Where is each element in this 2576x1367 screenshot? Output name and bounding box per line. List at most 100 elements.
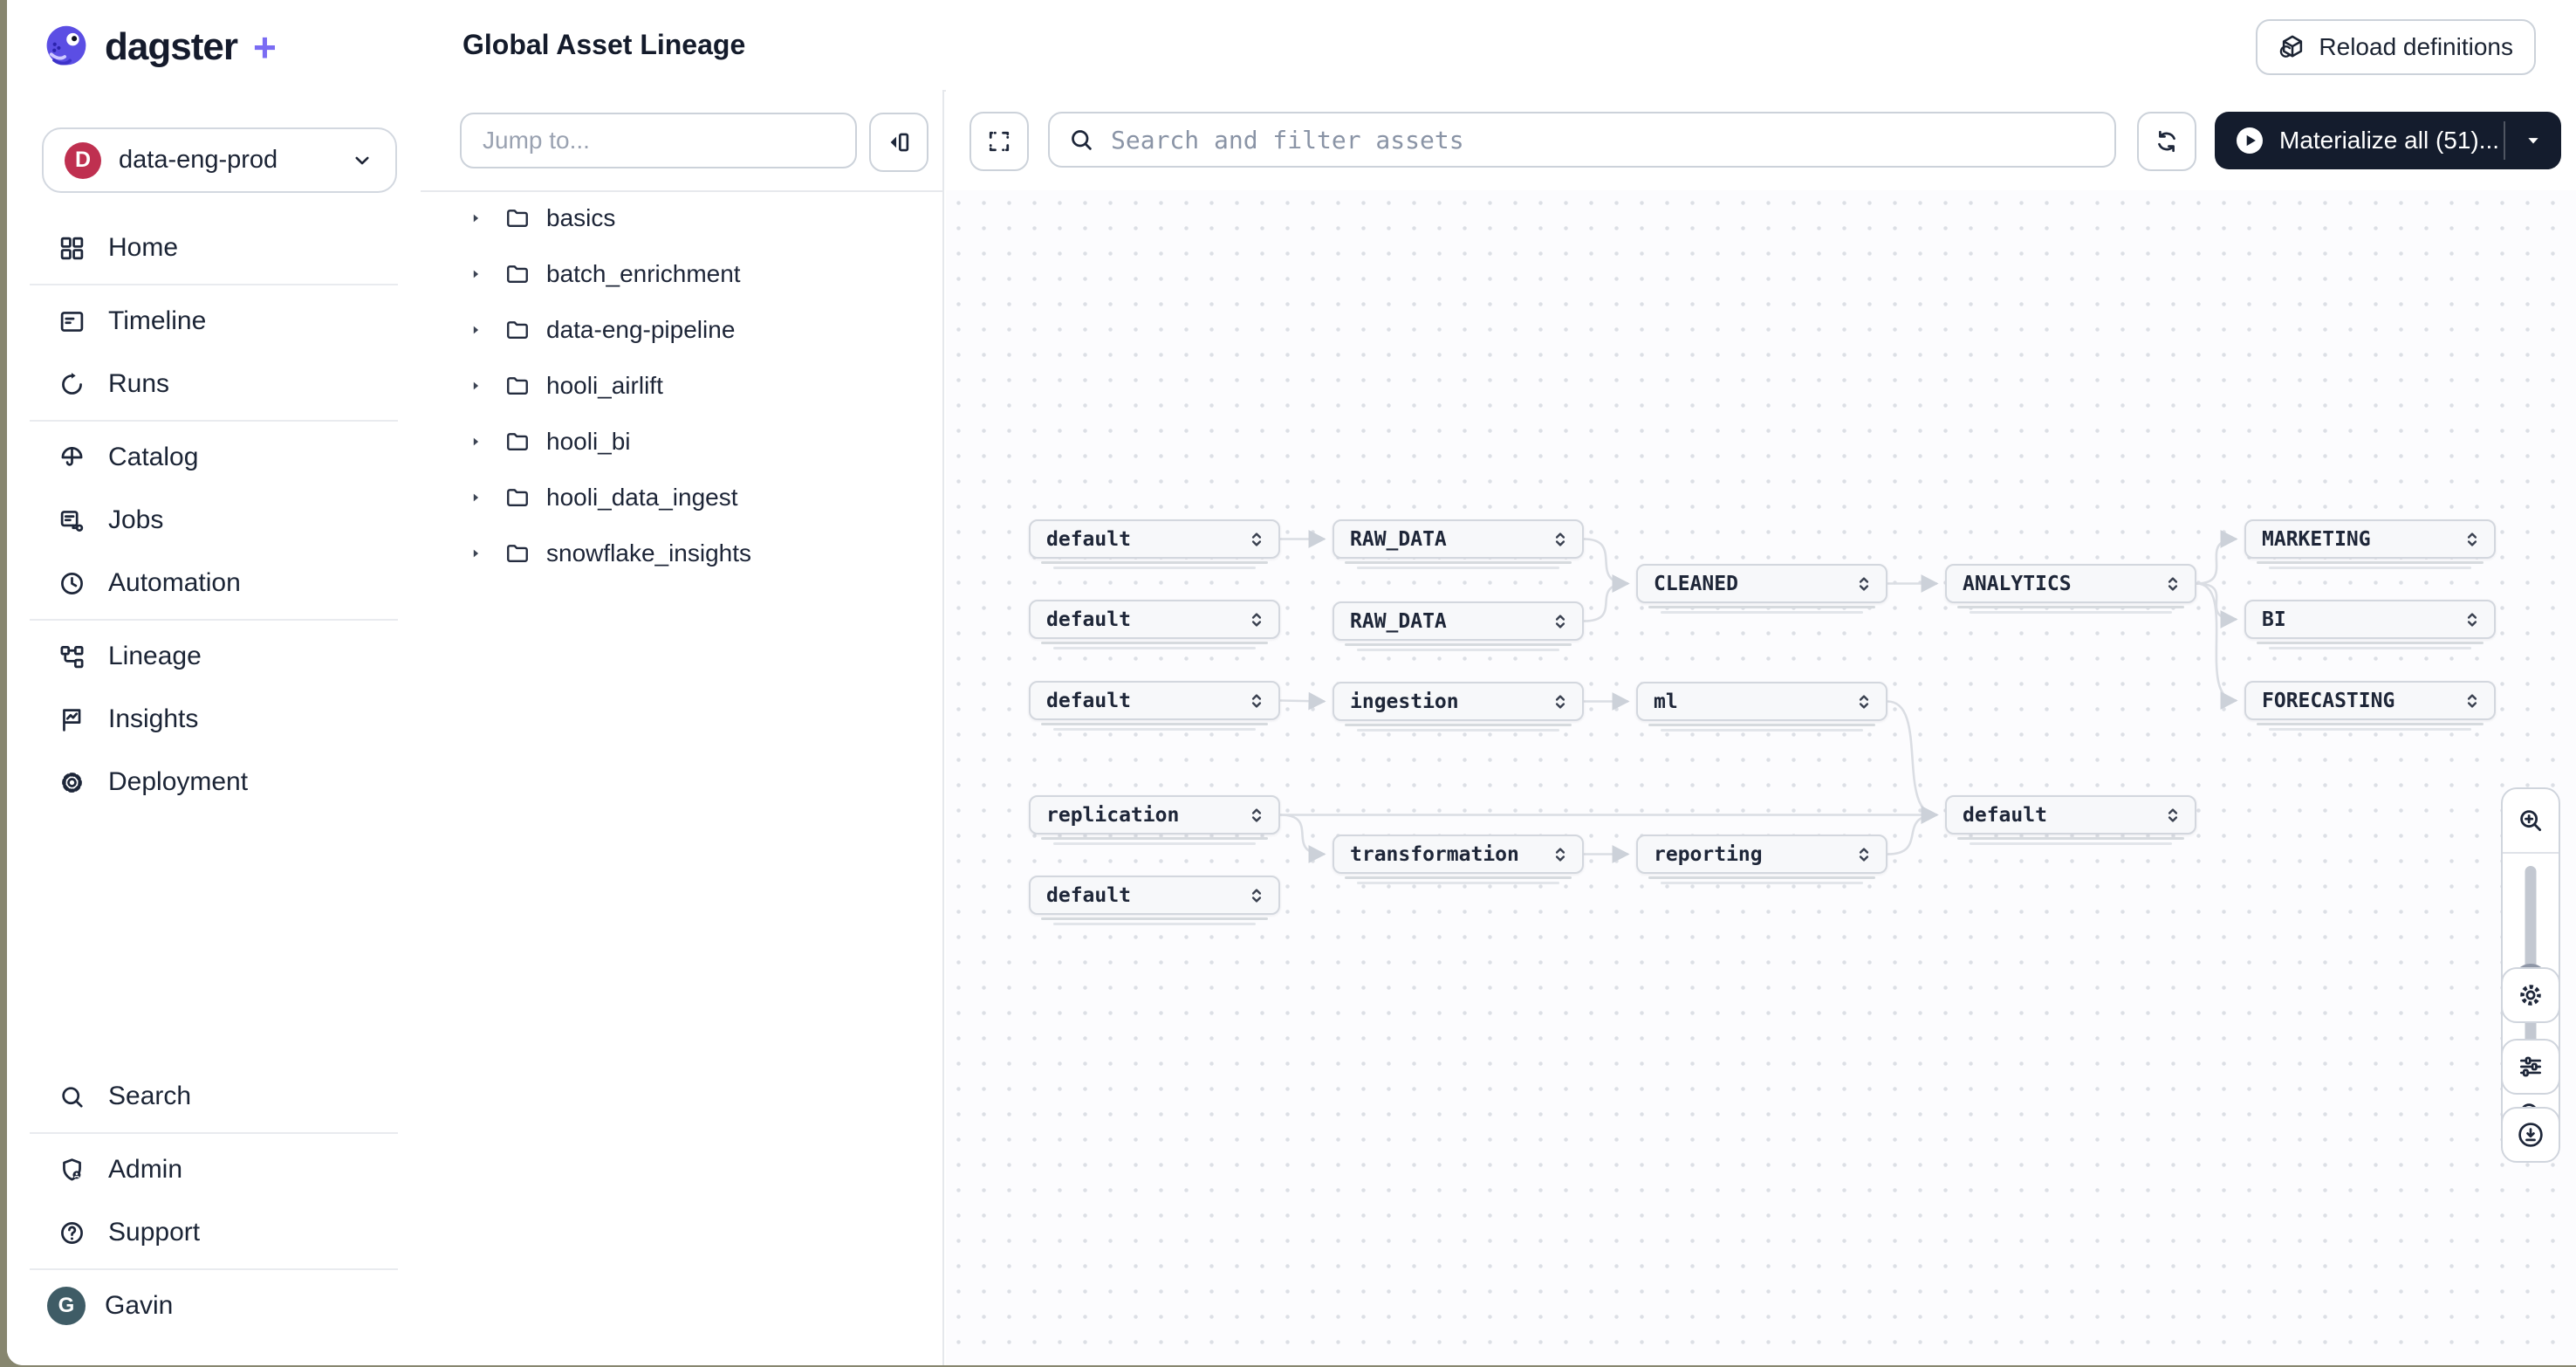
jump-to-input[interactable]	[460, 113, 857, 168]
unfold-more-icon[interactable]	[1245, 884, 1268, 907]
graph-node-replication[interactable]: replication	[1029, 795, 1280, 845]
unfold-more-icon[interactable]	[1245, 804, 1268, 827]
tree-folder-basics[interactable]: basics	[421, 190, 942, 246]
graph-node-forecasting[interactable]: FORECASTING	[2244, 681, 2496, 731]
tree-folder-hooli-airlift[interactable]: hooli_airlift	[421, 358, 942, 414]
download-image-button[interactable]	[2501, 1107, 2560, 1163]
unfold-more-icon[interactable]	[1549, 690, 1572, 713]
caret-right-icon[interactable]	[466, 209, 485, 228]
sidebar-item-admin[interactable]: Admin	[7, 1138, 421, 1201]
refresh-button[interactable]	[2137, 112, 2196, 171]
caret-right-icon[interactable]	[466, 264, 485, 284]
graph-node-default[interactable]: default	[1029, 681, 1280, 731]
sidebar-item-lineage[interactable]: Lineage	[7, 625, 421, 688]
unfold-more-icon[interactable]	[1853, 690, 1875, 713]
graph-node-marketing[interactable]: MARKETING	[2244, 519, 2496, 569]
unfold-more-icon[interactable]	[2461, 528, 2484, 551]
sidebar-item-support[interactable]: Support	[7, 1201, 421, 1264]
sidebar-item-search[interactable]: Search	[7, 1065, 421, 1128]
materialize-options-caret[interactable]	[2505, 129, 2561, 152]
sidebar-item-catalog[interactable]: Catalog	[7, 426, 421, 489]
caret-right-icon[interactable]	[466, 320, 485, 340]
unfold-more-icon[interactable]	[1245, 690, 1268, 712]
graph-node-default[interactable]: default	[1029, 600, 1280, 649]
unfold-more-icon[interactable]	[2461, 608, 2484, 631]
graph-node-cleaned[interactable]: CLEANED	[1636, 564, 1887, 614]
runs-icon	[56, 368, 87, 400]
caret-right-icon[interactable]	[466, 488, 485, 507]
edge-g6-g9	[2196, 582, 2238, 710]
divider	[30, 1132, 398, 1134]
chevron-down-icon	[355, 156, 369, 164]
folder-icon	[504, 484, 531, 511]
graph-node-analytics[interactable]: ANALYTICS	[1945, 564, 2196, 614]
divider	[30, 420, 398, 422]
fullscreen-button[interactable]	[969, 112, 1029, 171]
sidebar-item-label: Search	[108, 1082, 192, 1110]
unfold-more-icon[interactable]	[2162, 804, 2184, 827]
sidebar-item-jobs[interactable]: Jobs	[7, 489, 421, 552]
sidebar-item-home[interactable]: Home	[7, 216, 421, 279]
tree-folder-batch-enrichment[interactable]: batch_enrichment	[421, 246, 942, 302]
unfold-more-icon[interactable]	[2162, 573, 2184, 595]
unfold-more-icon[interactable]	[1853, 573, 1875, 595]
sidebar-item-automation[interactable]: Automation	[7, 552, 421, 615]
caret-right-icon[interactable]	[466, 376, 485, 395]
edge-g12-g16	[1887, 700, 1939, 824]
graph-node-default[interactable]: default	[1945, 795, 2196, 845]
zoom-in-button[interactable]	[2503, 789, 2559, 854]
sidebar-item-label: Jobs	[108, 505, 164, 534]
reload-definitions-button[interactable]: Reload definitions	[2256, 19, 2536, 75]
graph-filters-button[interactable]	[2501, 1039, 2560, 1095]
support-icon	[56, 1217, 87, 1248]
graph-node-default[interactable]: default	[1029, 519, 1280, 569]
sidebar-item-deployment[interactable]: Deployment	[7, 751, 421, 814]
graph-node-ml[interactable]: ml	[1636, 682, 1887, 732]
deployment-select[interactable]: D data-eng-prod	[42, 127, 397, 193]
caret-right-icon[interactable]	[466, 544, 485, 563]
tree-folder-hooli-bi[interactable]: hooli_bi	[421, 414, 942, 470]
collapse-panel-button[interactable]	[869, 113, 928, 172]
graph-node-bi[interactable]: BI	[2244, 600, 2496, 649]
asset-group-label: ANALYTICS	[1963, 572, 2072, 595]
sidebar-item-insights[interactable]: Insights	[7, 688, 421, 751]
tree-folder-snowflake-insights[interactable]: snowflake_insights	[421, 526, 942, 581]
graph-node-reporting[interactable]: reporting	[1636, 835, 1887, 884]
tree-folder-data-eng-pipeline[interactable]: data-eng-pipeline	[421, 302, 942, 358]
asset-search-input[interactable]	[1048, 112, 2116, 168]
dagster-logo[interactable]: dagster +	[42, 23, 277, 72]
graph-node-raw-data[interactable]: RAW_DATA	[1333, 601, 1584, 651]
sidebar-item-label: Automation	[108, 568, 241, 597]
graph-node-default[interactable]: default	[1029, 876, 1280, 925]
graph-node-transformation[interactable]: transformation	[1333, 835, 1584, 884]
graph-node-raw-data[interactable]: RAW_DATA	[1333, 519, 1584, 569]
search-icon	[56, 1081, 87, 1112]
tree-folder-hooli-data-ingest[interactable]: hooli_data_ingest	[421, 470, 942, 526]
sidebar-item-label: Admin	[108, 1155, 183, 1184]
sidebar-item-runs[interactable]: Runs	[7, 353, 421, 416]
graph-node-ingestion[interactable]: ingestion	[1333, 682, 1584, 732]
asset-group-label: ml	[1654, 690, 1678, 713]
unfold-more-icon[interactable]	[1549, 610, 1572, 633]
graph-settings-button[interactable]	[2501, 967, 2560, 1023]
unfold-more-icon[interactable]	[1853, 843, 1875, 866]
unfold-more-icon[interactable]	[1549, 528, 1572, 551]
reload-cube-icon	[2280, 35, 2303, 58]
edge-g6-g8	[2196, 582, 2238, 629]
folder-icon	[504, 317, 531, 343]
user-menu[interactable]: G Gavin	[7, 1274, 421, 1337]
caret-right-icon[interactable]	[466, 432, 485, 451]
unfold-more-icon[interactable]	[2461, 690, 2484, 712]
home-icon	[56, 232, 87, 264]
unfold-more-icon[interactable]	[1245, 608, 1268, 631]
unfold-more-icon[interactable]	[1549, 843, 1572, 866]
user-name: Gavin	[105, 1291, 174, 1320]
unfold-more-icon[interactable]	[1245, 528, 1268, 551]
brand-plus: +	[252, 24, 277, 70]
sidebar-item-timeline[interactable]: Timeline	[7, 290, 421, 353]
materialize-all-button[interactable]: Materialize all (51)...	[2215, 112, 2561, 169]
